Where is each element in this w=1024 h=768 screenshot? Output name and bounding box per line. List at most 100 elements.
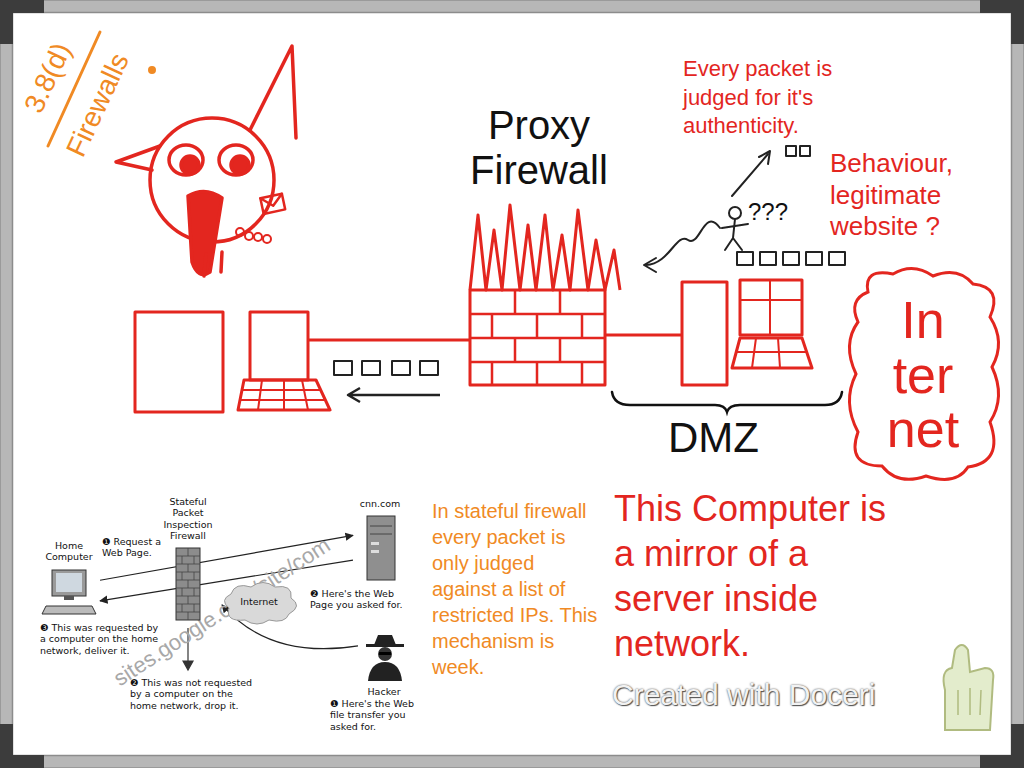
packet-inspection-sketch <box>806 252 822 265</box>
node-text: Internet <box>215 596 303 607</box>
stateful-firewall-icon <box>188 612 189 620</box>
web-server-icon <box>370 534 392 535</box>
whiteboard-frame <box>0 724 44 768</box>
inside-computer <box>392 361 410 375</box>
devil-drawing <box>254 233 262 241</box>
devil-drawing <box>116 46 296 276</box>
node-text: In ter net <box>868 293 978 457</box>
question-marks: ??? <box>748 198 788 226</box>
step-callout: ❷ This was not requested by a computer o… <box>130 677 254 711</box>
home-computer: Home Computer <box>38 540 100 616</box>
devil-drawing <box>236 228 244 236</box>
inside-computer <box>348 388 440 402</box>
stateful-firewall-icon <box>194 556 195 564</box>
dmz-bracket <box>612 392 842 412</box>
internet-cloud-small: Internet <box>215 578 303 626</box>
packet-inspection-sketch <box>786 146 796 156</box>
stateful-firewall-icon <box>194 604 195 612</box>
devil-drawing <box>263 235 271 243</box>
internet-cloud-icon <box>849 268 998 479</box>
step-callout: ❶ Request a Web Page. <box>102 536 170 559</box>
packet-inspection-sketch <box>732 154 768 196</box>
note: Behaviour, legitimate website ? <box>830 148 1008 243</box>
home-computer-icon <box>42 606 96 614</box>
devil-drawing <box>260 194 284 208</box>
inside-computer <box>334 361 352 375</box>
whiteboard-frame <box>6 6 1018 762</box>
dmz-computer <box>682 282 727 385</box>
packet-inspection-sketch <box>729 207 741 219</box>
hacker-icon <box>374 635 396 645</box>
web-server-icon <box>353 498 407 583</box>
whiteboard-frame <box>980 0 1024 44</box>
stateful-firewall-icon <box>194 572 195 580</box>
whiteboard-frame <box>0 0 44 44</box>
packet-inspection-sketch <box>800 146 810 156</box>
whiteboard-frame <box>13 13 1012 756</box>
node-text: Hacker <box>358 686 410 697</box>
watermark: Created with Doceri <box>612 678 875 712</box>
devil-drawing <box>245 232 253 240</box>
stateful-firewall-icon <box>182 556 183 564</box>
stateful-firewall: Stateful Packet Inspection Firewall <box>154 496 222 624</box>
stateful-firewall-icon <box>182 604 183 612</box>
node-text: Stateful Packet Inspection Firewall <box>154 496 222 542</box>
packet-inspection-sketch <box>644 146 845 272</box>
stateful-firewall-icon <box>188 596 189 604</box>
hacker: Hacker <box>358 633 410 697</box>
drop-arrow <box>183 661 193 670</box>
web-server-icon <box>371 550 379 553</box>
proxy-firewall-wall <box>470 290 605 385</box>
stateful-firewall-icon <box>182 572 183 580</box>
inside-computer <box>362 361 380 375</box>
devil-drawing <box>169 145 203 175</box>
proxy-firewall-wall <box>470 290 605 385</box>
dmz-bracket <box>612 392 842 412</box>
inside-computer <box>420 361 438 375</box>
web-server: cnn.com <box>353 498 407 583</box>
note: In stateful firewall every packet is onl… <box>432 498 604 680</box>
step-callout: ❶ Here's the Web file transfer you asked… <box>330 698 427 732</box>
proxy-firewall-wall <box>470 205 620 290</box>
stateful-firewall-icon <box>188 580 189 588</box>
dmz-computer <box>740 280 802 335</box>
packet-inspection-sketch <box>737 252 753 265</box>
section-number: 3.8(d) <box>18 38 78 118</box>
packet-inspection-sketch <box>644 258 656 272</box>
web-server-icon <box>371 542 379 545</box>
stateful-firewall-icon <box>188 548 189 556</box>
web-server-icon <box>367 516 395 580</box>
node-text: cnn.com <box>353 498 407 509</box>
proxy-firewall-wall <box>605 334 682 337</box>
home-computer-icon <box>52 570 86 596</box>
devil-drawing <box>250 46 296 138</box>
devil-drawing <box>231 156 249 174</box>
home-computer-icon <box>64 596 74 600</box>
doceri-logo <box>958 688 981 715</box>
stateful-firewall-icon <box>188 564 189 572</box>
inside-computer <box>308 339 470 342</box>
dmz-computer <box>740 280 802 335</box>
devil-drawing <box>204 252 222 276</box>
inside-computer <box>250 312 308 380</box>
step-callout: ❷ Here's the Web Page you asked for. <box>310 588 406 611</box>
hacker-icon <box>378 647 392 661</box>
stateful-firewall-icon <box>182 588 183 596</box>
proxy-firewall-wall <box>470 205 682 385</box>
doceri-logo <box>944 645 994 730</box>
inside-computer <box>135 312 223 412</box>
packet-inspection-sketch <box>759 151 770 164</box>
note: This Computer is a mirror of a server in… <box>614 486 914 666</box>
node-text: Home Computer <box>38 540 100 563</box>
stateful-firewall-icon <box>176 548 200 620</box>
web-server-icon <box>370 526 392 527</box>
inside-computer <box>135 312 470 412</box>
home-computer-icon <box>56 573 82 592</box>
note: Every packet is judged for it's authenti… <box>683 55 875 141</box>
inside-computer <box>240 380 325 410</box>
stateful-firewall-icon <box>194 588 195 596</box>
